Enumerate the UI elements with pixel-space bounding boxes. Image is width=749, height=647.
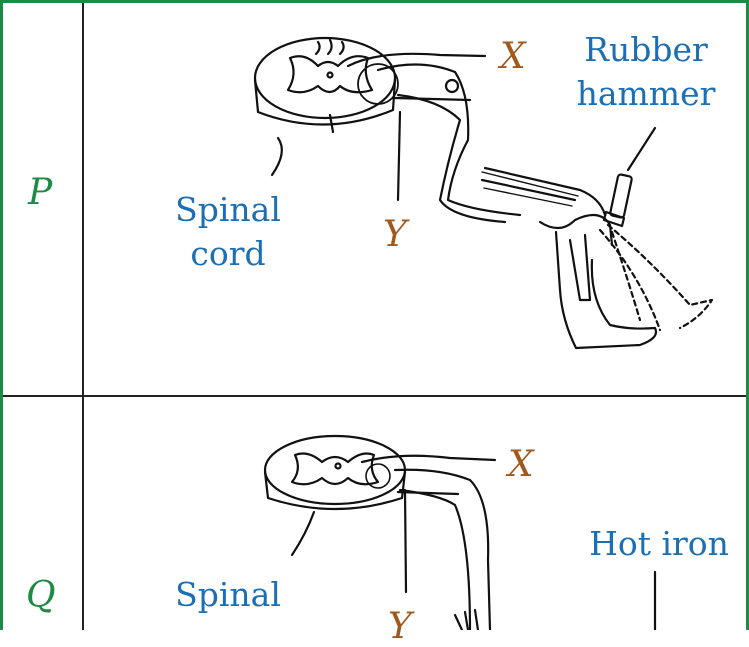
spinal-cord-label-p-line2: cord xyxy=(168,232,288,276)
stimulus-label-p: Rubber hammer xyxy=(566,28,726,116)
stimulus-label-p-line1: Rubber xyxy=(566,28,726,72)
label-y-p: Y xyxy=(383,214,407,255)
spinal-cord-cross-section-p xyxy=(255,38,398,132)
leg-p xyxy=(482,168,712,348)
spinal-cord-label-p: Spinal cord xyxy=(168,188,288,276)
label-x-p: X xyxy=(500,36,526,77)
spinal-cord-cross-section-q xyxy=(265,436,405,509)
label-y-q: Y xyxy=(388,606,412,647)
spinal-cord-label-p-line1: Spinal xyxy=(168,188,288,232)
label-x-q: X xyxy=(508,444,534,485)
reflex-nerves-q xyxy=(292,456,495,630)
stimulus-label-p-line2: hammer xyxy=(566,72,726,116)
spinal-cord-label-q: Spinal xyxy=(168,573,288,617)
stimulus-label-q: Hot iron xyxy=(584,522,734,566)
rubber-hammer-icon xyxy=(604,128,655,226)
